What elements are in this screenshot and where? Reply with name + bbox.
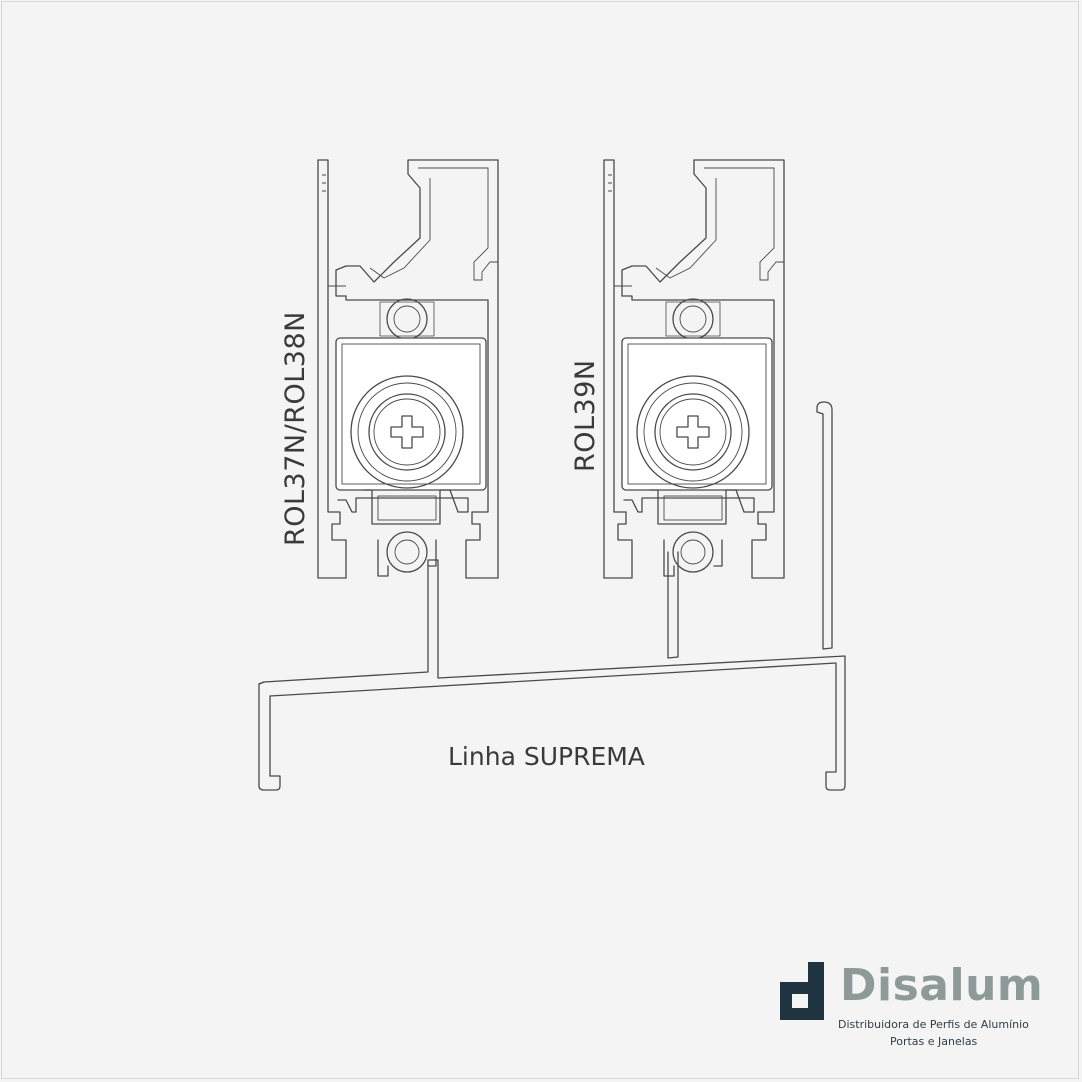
disalum-d-logo-icon bbox=[780, 962, 824, 1020]
roller-assembly-left bbox=[317, 159, 499, 579]
brand-name: Disalum bbox=[840, 960, 1044, 1011]
profile-right-label: ROL39N bbox=[570, 359, 601, 472]
roller-assembly-right bbox=[603, 159, 785, 579]
profile-left-label: ROL37N/ROL38N bbox=[280, 311, 311, 546]
base-sill-profile bbox=[258, 401, 846, 791]
brand-tagline-line2: Portas e Janelas bbox=[890, 1035, 978, 1048]
diagram-caption: Linha SUPREMA bbox=[448, 742, 645, 771]
brand-tagline-line1: Distribuidora de Perfis de Alumínio bbox=[838, 1018, 1029, 1031]
